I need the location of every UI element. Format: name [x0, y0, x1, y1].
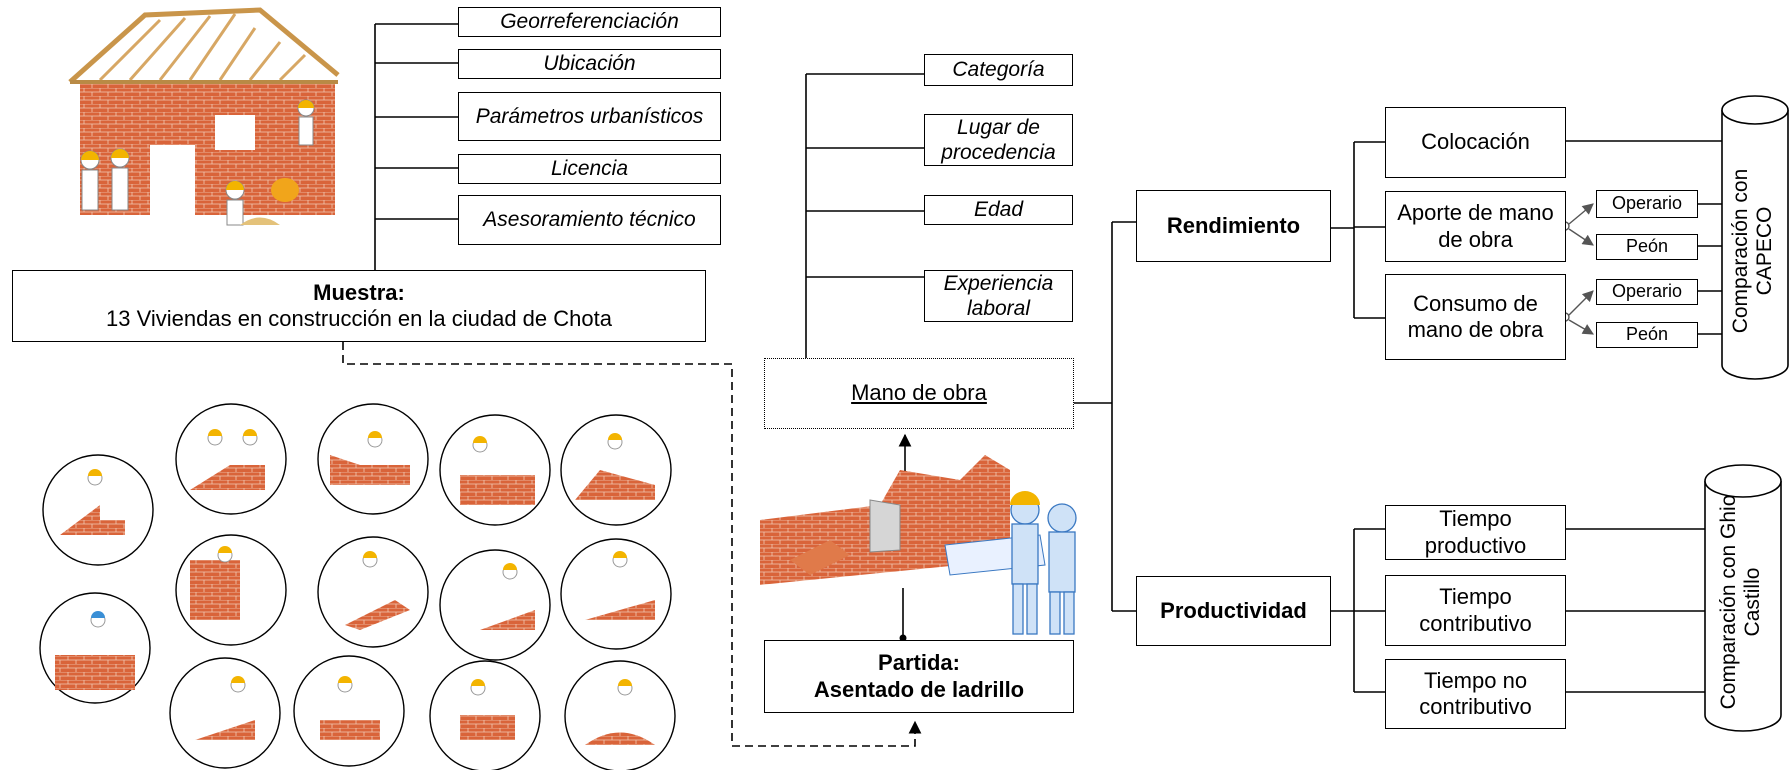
mano-obra-box: Mano de obra: [764, 358, 1074, 429]
main-split-connectors: [1072, 221, 1136, 612]
aporte-operario: Operario: [1596, 190, 1698, 218]
partida-box: Partida: Asentado de ladrillo: [764, 640, 1074, 713]
muestra-attr-georreferenciacion: Georreferenciación: [458, 7, 721, 37]
productividad-item-contributivo: Tiempo contributivo: [1385, 575, 1566, 646]
brick-wall-plans-illustration: [760, 455, 1077, 635]
comparison-ghio-label: Comparación con Ghio Castillo: [1717, 494, 1765, 710]
partida-dot: [899, 634, 907, 642]
cylinder-ghio: [1704, 464, 1782, 732]
comparison-capeco-label: Comparación con CAPECO: [1729, 168, 1777, 334]
muestra-attr-parametros: Parámetros urbanísticos: [458, 92, 721, 141]
mano-obra-attr-lugar: Lugar de procedencia: [924, 114, 1073, 166]
partida-title: Partida:: [878, 650, 960, 676]
rendimiento-item-consumo: Consumo de mano de obra: [1385, 274, 1566, 360]
rendimiento-box: Rendimiento: [1136, 190, 1331, 262]
mano-obra-title: Mano de obra: [851, 380, 987, 406]
partida-subtitle: Asentado de ladrillo: [813, 676, 1025, 702]
consumo-peon: Peón: [1596, 322, 1698, 348]
mano-obra-attr-edad: Edad: [924, 195, 1073, 225]
muestra-title: Muestra:: [313, 279, 405, 305]
productividad-connectors: [1330, 528, 1722, 693]
house-construction-illustration: [68, 7, 340, 226]
worker-bricklaying-icons: [39, 403, 676, 770]
rendimiento-item-colocacion: Colocación: [1385, 107, 1566, 178]
muestra-subtitle: 13 Viviendas en construcción en la ciuda…: [106, 306, 612, 331]
muestra-attr-ubicacion: Ubicación: [458, 49, 721, 79]
mano-obra-attr-experiencia: Experiencia laboral: [924, 270, 1073, 322]
rendimiento-item-aporte: Aporte de mano de obra: [1385, 191, 1566, 262]
cylinder-capeco: [1721, 95, 1789, 380]
mano-obra-connectors: [805, 73, 925, 358]
muestra-connectors: [374, 23, 459, 270]
productividad-item-productivo: Tiempo productivo: [1385, 505, 1566, 560]
productividad-box: Productividad: [1136, 576, 1331, 646]
muestra-attr-licencia: Licencia: [458, 154, 721, 184]
muestra-box: Muestra: 13 Viviendas en construcción en…: [12, 270, 706, 342]
productividad-item-no-contributivo: Tiempo no contributivo: [1385, 659, 1566, 729]
mano-obra-attr-categoria: Categoría: [924, 54, 1073, 86]
aporte-peon: Peón: [1596, 234, 1698, 260]
consumo-operario: Operario: [1596, 279, 1698, 305]
muestra-attr-asesoramiento: Asesoramiento técnico: [458, 195, 721, 245]
muestra-to-partida-dashed: [342, 342, 922, 747]
